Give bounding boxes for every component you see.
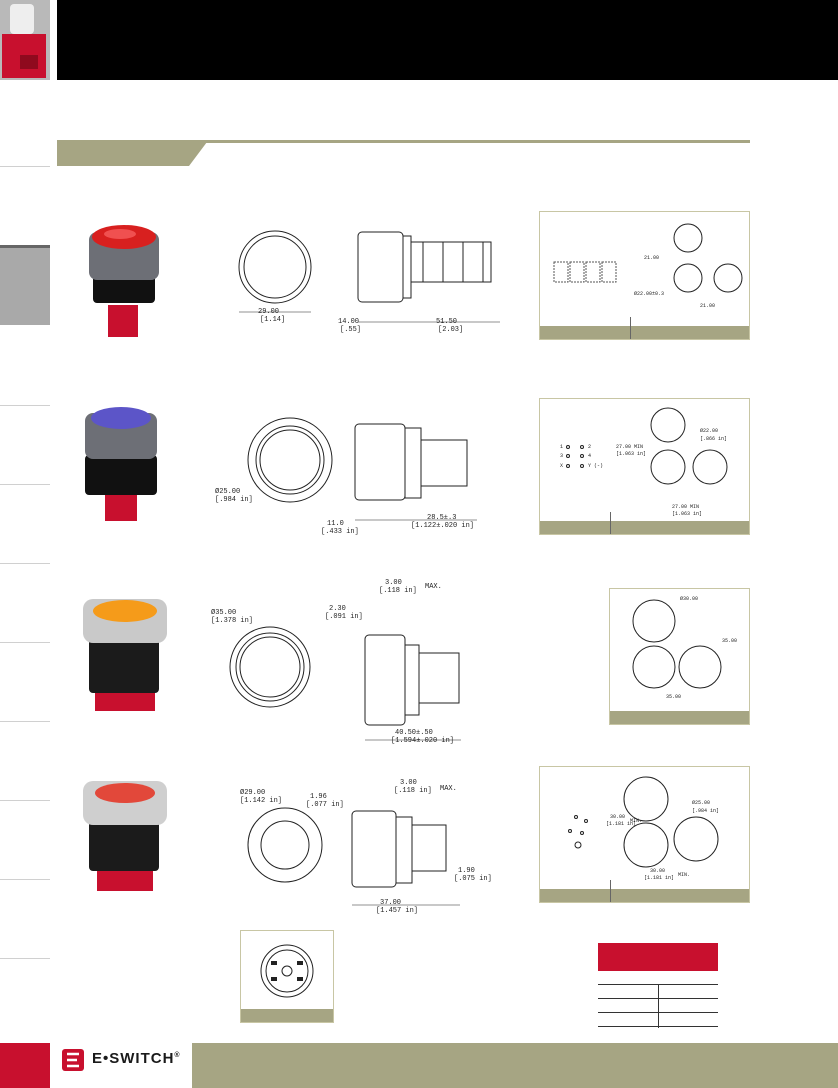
dim-depth: 11.0 xyxy=(327,520,344,528)
pin-2: 2 xyxy=(588,444,592,450)
panel-spacing-2: 30.00 xyxy=(650,868,666,874)
dim-length-in: [1.457 in] xyxy=(376,907,419,915)
pin-x: X xyxy=(560,463,564,469)
panel-spacing-2-in: [1.181 in] xyxy=(644,875,675,881)
dim-bezel: 3.00 xyxy=(385,579,402,587)
panel-spacing-min: MIN. xyxy=(630,818,643,824)
panel-spacing-2: 21.00 xyxy=(700,303,716,309)
product-photo-blue-button xyxy=(75,405,175,525)
pin-3: 3 xyxy=(560,453,564,459)
dim-terminal-in: [.075 in] xyxy=(454,875,492,883)
panel-spacing: 30.00 xyxy=(610,814,626,820)
pin-1: 1 xyxy=(560,444,564,450)
panel-spacing-in: [1.181 in] xyxy=(606,821,637,827)
panel-cutout-row-1: 21.00 Ø22.00±0.3 21.00 xyxy=(539,211,750,340)
panel-hole-in: [.984 in] xyxy=(692,808,720,814)
dim-gap: 1.96 xyxy=(310,793,327,801)
panel-hole: Ø22.00 xyxy=(700,428,719,434)
dim-diameter-in: [1.14] xyxy=(260,316,286,324)
dim-bezel-in: [.118 in] xyxy=(394,787,432,795)
sidebar-divider xyxy=(0,166,50,167)
sidebar-active-tab[interactable] xyxy=(0,245,50,325)
pin-4: 4 xyxy=(588,453,592,459)
product-photo-red-button xyxy=(75,220,175,340)
dim-length-in: [1.594±.020 in] xyxy=(391,737,455,745)
panel-cutout-row-3: Ø30.00 35.00 35.00 xyxy=(609,588,750,725)
dim-diameter: Ø35.00 xyxy=(211,609,237,617)
panel-cutout-row-2: 1 2 3 4 X Y (-) 27.00 MIN [1.063 in] Ø22… xyxy=(539,398,750,535)
panel-spacing: 21.00 xyxy=(644,255,660,261)
table-header xyxy=(598,943,718,971)
sidebar-divider xyxy=(0,563,50,564)
product-photo-amber-button xyxy=(75,595,175,715)
product-photo-red-flat-button xyxy=(75,775,175,895)
sidebar-divider xyxy=(0,642,50,643)
dim-length: 28.5±.3 xyxy=(427,514,457,522)
terminal-diagram-box xyxy=(240,930,334,1023)
dim-diameter-in: [.984 in] xyxy=(215,496,253,504)
sidebar-divider xyxy=(0,721,50,722)
dim-diameter: 29.00 xyxy=(258,308,280,316)
dim-terminal: 1.90 xyxy=(458,867,475,875)
dim-diameter: Ø25.00 xyxy=(215,488,241,496)
panel-spacing-2-in: [1.063 in] xyxy=(672,511,703,517)
panel-spacing-2: 27.00 MIN xyxy=(672,504,700,510)
dim-bezel-max: MAX. xyxy=(440,785,457,793)
product-thumbnail xyxy=(0,0,50,80)
dim-bezel: 3.00 xyxy=(400,779,417,787)
panel-spacing-2: 35.00 xyxy=(666,694,682,700)
dim-length: 37.00 xyxy=(380,899,402,907)
dim-gap: 2.30 xyxy=(329,605,346,613)
sidebar-divider xyxy=(0,958,50,959)
dim-bezel-max: MAX. xyxy=(425,583,442,591)
dim-diameter-in: [1.378 in] xyxy=(211,617,254,625)
dim-depth-in: [.55] xyxy=(340,326,362,334)
panel-hole: Ø30.00 xyxy=(680,596,699,602)
panel-hole-in: [.866 in] xyxy=(700,436,728,442)
dim-length-in: [1.122±.020 in] xyxy=(411,522,475,530)
dim-length: 51.50 xyxy=(436,318,458,326)
dim-depth-in: [.433 in] xyxy=(321,528,359,536)
sidebar-divider xyxy=(0,484,50,485)
panel-spacing-in: [1.063 in] xyxy=(616,451,647,457)
header-bar xyxy=(57,0,838,80)
panel-cutout-row-4: 30.00 [1.181 in] MIN. Ø25.00 [.984 in] 3… xyxy=(539,766,750,903)
drawing-row-3: Ø35.00 [1.378 in] 3.00 [.118 in] MAX. 2.… xyxy=(205,575,505,750)
dim-length: 40.50±.50 xyxy=(395,729,433,737)
e-switch-logo-icon xyxy=(62,1049,84,1071)
sidebar-divider xyxy=(0,405,50,406)
panel-hole: Ø25.00 xyxy=(692,800,711,806)
panel-spacing: 35.00 xyxy=(722,638,738,644)
dim-depth: 14.00 xyxy=(338,318,360,326)
section-banner xyxy=(57,142,207,166)
dim-length-in: [2.03] xyxy=(438,326,464,334)
dim-gap-in: [.077 in] xyxy=(306,801,344,809)
brand-name: E•SWITCH xyxy=(92,1050,175,1067)
drawing-row-1: 29.00 [1.14] 14.00 [.55] 51.50 [2.03] xyxy=(230,222,500,337)
footer-band xyxy=(192,1043,838,1088)
table-column-divider xyxy=(658,984,659,1028)
drawing-row-4: Ø29.00 [1.142 in] 3.00 [.118 in] MAX. 1.… xyxy=(230,765,500,920)
panel-spacing: 27.00 MIN xyxy=(616,444,644,450)
registered-mark: ® xyxy=(174,1052,181,1059)
drawing-row-2: Ø25.00 [.984 in] 11.0 [.433 in] 28.5±.3 … xyxy=(205,410,495,540)
dim-diameter: Ø29.00 xyxy=(240,789,266,797)
footer-accent xyxy=(0,1043,50,1088)
brand-logo-text: E•SWITCH® xyxy=(92,1050,181,1067)
dim-bezel-in: [.118 in] xyxy=(379,587,417,595)
pin-y: Y (-) xyxy=(588,463,604,469)
sidebar-divider xyxy=(0,800,50,801)
sidebar-divider xyxy=(0,879,50,880)
section-rule xyxy=(57,140,750,143)
sidebar-tab-edge xyxy=(0,245,50,248)
panel-spacing-2-min: MIN. xyxy=(678,872,691,878)
panel-hole: Ø22.00±0.3 xyxy=(634,291,665,297)
dim-diameter-in: [1.142 in] xyxy=(240,797,283,805)
dim-gap-in: [.091 in] xyxy=(325,613,363,621)
